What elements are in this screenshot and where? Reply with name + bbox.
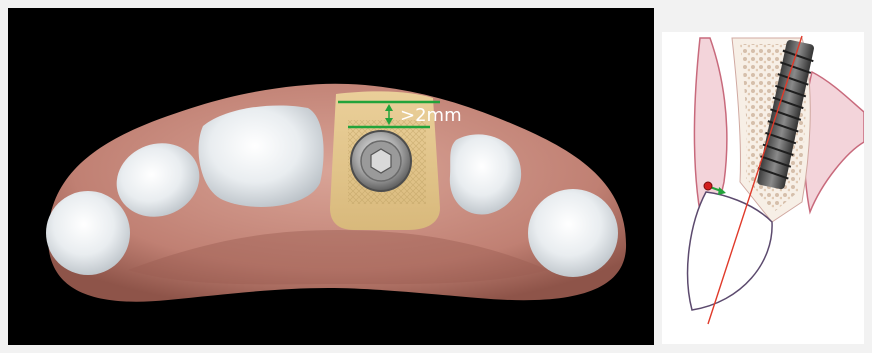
tooth-central-incisor-right bbox=[199, 105, 324, 207]
crown-outline bbox=[688, 192, 772, 310]
tooth-canine-right bbox=[46, 191, 130, 275]
soft-tissue-palatal bbox=[804, 72, 864, 212]
sagittal-view-illustration bbox=[662, 32, 864, 344]
abutment-hex-screw bbox=[371, 149, 391, 173]
sagittal-view-panel bbox=[662, 32, 864, 344]
labial-reference-point bbox=[704, 182, 712, 190]
measurement-label: >2mm bbox=[400, 105, 462, 126]
tooth-canine-left bbox=[528, 189, 618, 277]
occlusal-view-illustration: >2mm bbox=[8, 8, 654, 345]
occlusal-view-panel: >2mm bbox=[8, 8, 654, 345]
